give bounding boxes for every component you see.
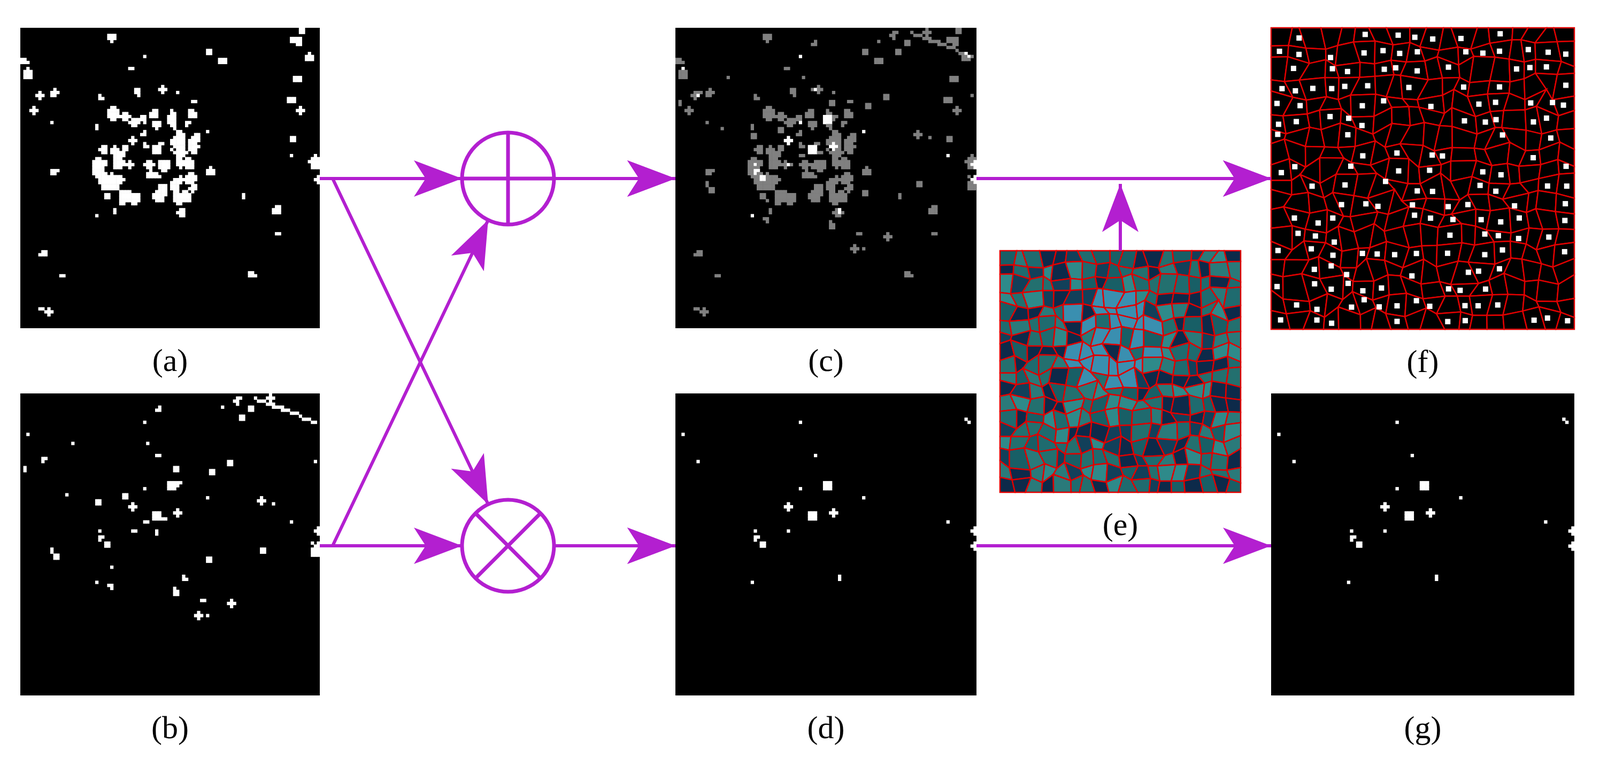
flow-arrow: [976, 545, 1272, 547]
panel-label: (a): [150, 344, 191, 377]
arrow-segment: [554, 544, 676, 548]
flow-arrow: [319, 178, 676, 180]
panel-label: (b): [149, 711, 191, 744]
arrow-segment: [319, 544, 463, 548]
panel-label: (c): [805, 344, 846, 377]
arrow-segment: [319, 220, 489, 546]
image-panel: (c): [675, 27, 977, 329]
arrow-segment: [554, 544, 676, 548]
flow-arrow: [319, 545, 676, 547]
image-panel: (d): [675, 393, 977, 696]
flow-arrow: [319, 178, 676, 546]
panel-label: (d): [805, 711, 848, 744]
arrow-segment: [319, 178, 489, 505]
image-panel: (b): [20, 393, 320, 696]
image-panel: (g): [1271, 393, 1575, 696]
intersection-image: [675, 393, 978, 696]
image-panel: (a): [20, 27, 320, 329]
times-operator: [462, 500, 555, 592]
arrow-segment: [1118, 183, 1122, 251]
mask-image-b: [20, 393, 321, 696]
panel-label: (g): [1402, 711, 1444, 744]
arrow-segment: [554, 177, 676, 181]
arrow-segment: [1120, 177, 1272, 181]
union-image: [675, 27, 978, 329]
flow-arrow: [319, 178, 676, 546]
flow-arrow: [1120, 178, 1272, 251]
panel-label: (f): [1404, 345, 1442, 378]
superpixel-image: [1000, 250, 1241, 493]
arrow-segment: [976, 544, 1272, 548]
mask-image-a: [20, 27, 321, 329]
arrow-segment: [319, 177, 463, 181]
superpixel-seed-image: [1271, 27, 1575, 330]
arrow-segment: [554, 177, 676, 181]
panel-label: (e): [1100, 508, 1141, 541]
result-image: [1271, 393, 1575, 696]
image-panel: (e): [1000, 250, 1241, 493]
arrow-segment: [976, 177, 1272, 181]
flow-arrow: [976, 178, 1272, 180]
image-panel: (f): [1271, 27, 1575, 330]
plus-operator: [462, 132, 555, 225]
